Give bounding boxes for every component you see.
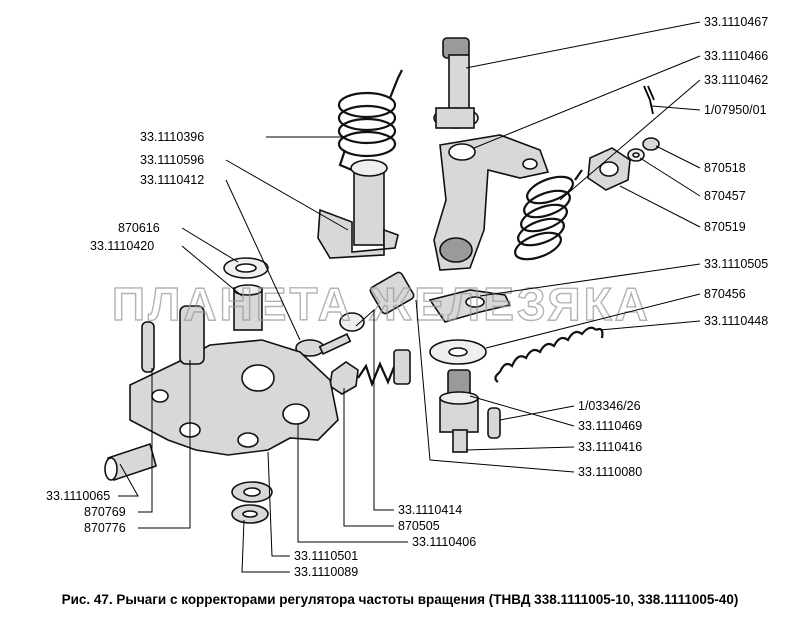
washer-hole [243, 487, 261, 497]
label-33-1110469: 33.1110469 [578, 419, 642, 433]
label-870505: 870505 [398, 519, 440, 533]
label-33-1110420: 33.1110420 [90, 239, 154, 253]
spring-with-nut-part [514, 169, 583, 261]
lever-assembly-part [433, 134, 550, 271]
label-33-1110080: 33.1110080 [578, 465, 642, 479]
label-33-1110505: 33.1110505 [704, 257, 768, 271]
flat-washer-hole [448, 347, 468, 357]
pin-part [141, 321, 155, 373]
label-33-1110596: 33.1110596 [140, 153, 204, 167]
label-870776: 870776 [84, 521, 126, 535]
label-870616: 870616 [118, 221, 160, 235]
label-33-1110065: 33.1110065 [46, 489, 110, 503]
small-pin-part [487, 407, 501, 439]
label-33-1110416: 33.1110416 [578, 440, 642, 454]
label-33-1110396: 33.1110396 [140, 130, 204, 144]
label-33-1110466: 33.1110466 [704, 49, 768, 63]
shaft-part [433, 37, 479, 129]
leader-lines [118, 21, 701, 573]
exploded-parts-diagram: ПЛАНЕТА ЖЕЛЕЗЯКА 33.1110467 33.1110466 [46, 15, 768, 579]
corrector-spring-part [329, 349, 411, 395]
label-870456: 870456 [704, 287, 746, 301]
label-870518: 870518 [704, 161, 746, 175]
label-870769: 870769 [84, 505, 126, 519]
lever-body-part [129, 339, 339, 456]
washer-hole [242, 510, 258, 518]
label-33-1110462: 33.1110462 [704, 73, 768, 87]
lower-lever-part [428, 289, 512, 323]
corrector-screw-part [295, 271, 415, 357]
washer-part [627, 137, 660, 162]
hex-nut-part [587, 147, 631, 191]
label-1-07950-01: 1/07950/01 [704, 103, 767, 117]
label-33-1110414: 33.1110414 [398, 503, 462, 517]
label-1-03346-26: 1/03346/26 [578, 399, 641, 413]
tube-part [104, 442, 157, 482]
part-number-labels: 33.1110467 33.1110466 33.1110462 1/07950… [46, 15, 768, 579]
label-870519: 870519 [704, 220, 746, 234]
bushing-part [223, 257, 269, 331]
cotter-pin-part [643, 85, 655, 115]
label-33-1110412: 33.1110412 [140, 173, 204, 187]
label-33-1110406: 33.1110406 [412, 535, 476, 549]
pin-part [179, 305, 205, 365]
coil-spring-part [337, 69, 403, 172]
label-33-1110501: 33.1110501 [294, 549, 358, 563]
spring-lever-part [317, 159, 399, 259]
label-870457: 870457 [704, 189, 746, 203]
lower-shaft-part [439, 369, 479, 453]
tension-spring-part [494, 326, 604, 383]
label-33-1110089: 33.1110089 [294, 565, 358, 579]
watermark-text: ПЛАНЕТА ЖЕЛЕЗЯКА [112, 278, 651, 330]
label-33-1110448: 33.1110448 [704, 314, 768, 328]
figure-caption: Рис. 47. Рычаги с корректорами регулятор… [61, 592, 739, 607]
label-33-1110467: 33.1110467 [704, 15, 768, 29]
